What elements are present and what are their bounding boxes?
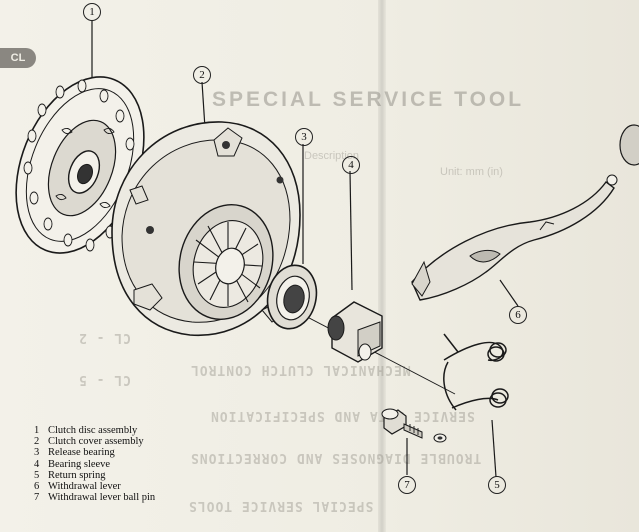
callout-5: 5 <box>488 476 506 494</box>
ball-pin-part <box>381 408 447 443</box>
callout-3: 3 <box>295 128 313 146</box>
callout-7: 7 <box>398 476 416 494</box>
callout-1: 1 <box>83 3 101 21</box>
release-bearing-part <box>266 264 318 330</box>
bearing-sleeve-part <box>327 301 383 363</box>
callout-2: 2 <box>193 66 211 84</box>
clutch-cover-part <box>111 121 301 337</box>
withdrawal-lever-part <box>411 174 618 301</box>
bleed-through-heading: SPECIAL SERVICE TOOL <box>212 88 525 111</box>
callout-4: 4 <box>342 156 360 174</box>
page-fold <box>378 0 386 532</box>
clutch-disc-part <box>15 76 145 254</box>
partial-part-edge <box>619 124 639 166</box>
return-spring-part <box>443 333 509 411</box>
callout-6: 6 <box>509 306 527 324</box>
bleed-through-column-unit: Unit: mm (in) <box>440 166 503 178</box>
section-tab: CL <box>0 48 36 68</box>
